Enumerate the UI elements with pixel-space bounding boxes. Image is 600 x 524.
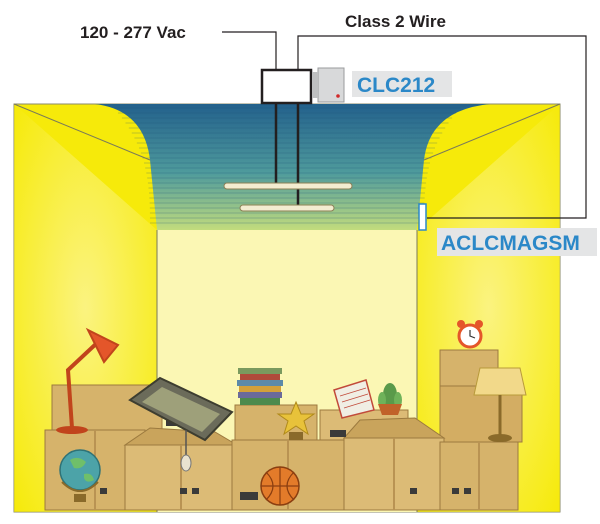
sensor-label: ACLCMAGSM [441,232,580,255]
alarm-clock-icon [457,320,483,349]
floor-lamp-icon [473,367,527,442]
globe-icon [59,449,101,502]
controller-box[interactable] [260,68,313,105]
occupancy-sensor[interactable] [418,203,427,231]
controller-module[interactable] [317,67,345,103]
pendant-fixtures [223,182,353,212]
controller-label: CLC212 [357,74,435,97]
trophy-icon [276,400,316,440]
sensor-label-bg [437,228,597,256]
controller-module-side [312,72,318,98]
box-flap [342,417,446,439]
controller-clc212[interactable] [260,67,345,105]
status-led-icon [336,94,340,98]
laptop-icon [128,376,234,442]
pendant-upper [223,182,353,190]
ceiling [95,104,490,230]
box-symbols [100,488,471,494]
desk-lamp-icon [56,327,120,434]
wire-label: Class 2 Wire [345,12,446,31]
line-voltage-wire [222,31,277,70]
voltage-label: 120 - 277 Vac [80,23,186,42]
books-icon [237,368,283,405]
plant-icon [378,383,402,415]
mouse-icon [180,430,192,472]
controller-label-bg [352,71,452,97]
wiring [222,31,587,219]
basketball-icon [260,466,300,506]
ceiling-stripes [113,107,461,224]
class2-wire [297,35,587,219]
notebook-icon [333,379,375,419]
storage-clutter [44,320,527,511]
pendant-lower [239,204,335,212]
